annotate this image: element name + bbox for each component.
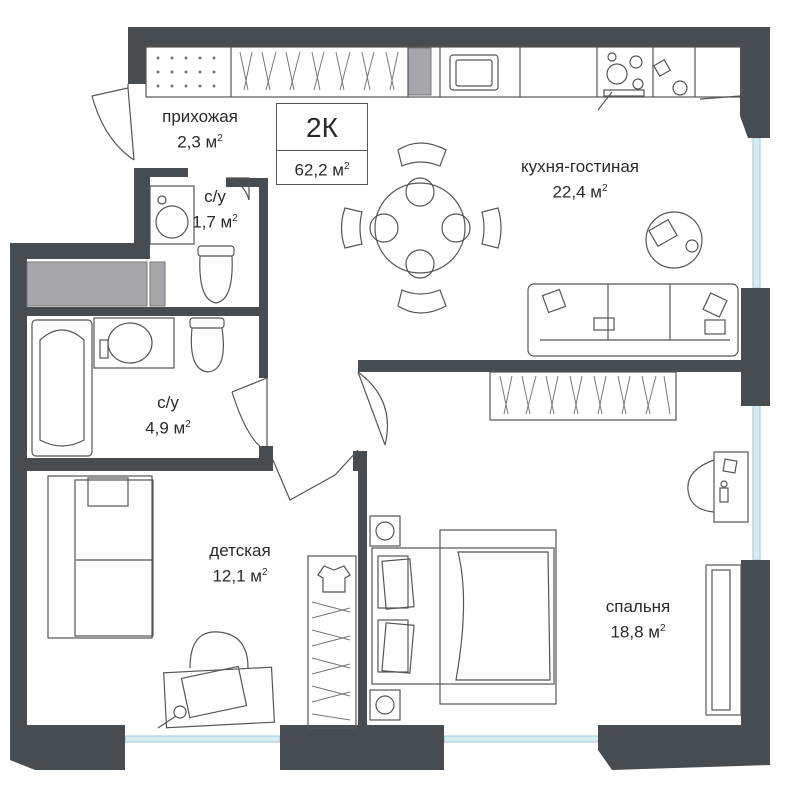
room-label-kitchen-living: кухня-гостиная 22,4 м2 [490,156,670,204]
sofa [527,283,739,357]
room-area: 12,1 м2 [212,566,268,586]
kids-desk [157,631,276,729]
bedroom-tv-stand [705,564,742,716]
room-label-hallway: прихожая 2,3 м2 [140,106,260,154]
dining-set [340,142,502,314]
large-bathroom-fixtures [31,317,225,457]
kids-bed [47,475,154,639]
entrance-door[interactable] [91,84,135,161]
total-area-unit: 2 [343,161,350,172]
room-label-small-bathroom: с/у 1,7 м2 [165,186,265,234]
wardrobe-hangers-top [239,51,399,91]
armchair-table [645,211,703,269]
room-area: 2,3 м2 [177,132,223,152]
room-name: детская [209,541,271,560]
kids-door[interactable] [272,371,389,501]
total-area: 62,2 м2 [277,150,367,183]
wardrobe-column [307,555,357,729]
pantry-dots [156,56,216,88]
total-area-value: 62,2 м [294,160,344,180]
room-area: 22,4 м2 [552,182,608,202]
shelving [489,371,677,421]
room-label-bedroom: спальня 18,8 м2 [578,596,698,644]
plan-badge: 2К 62,2 м2 [276,103,368,185]
room-name: прихожая [162,107,238,126]
room-name: спальня [605,597,671,616]
room-label-kids: детская 12,1 м2 [180,540,300,588]
storage-blocks [26,47,432,307]
large-bathroom-door[interactable] [231,377,268,449]
room-area: 1,7 м2 [192,212,238,232]
room-name: кухня-гостиная [521,157,639,176]
room-area: 18,8 м2 [610,622,666,642]
bedroom-bed [369,515,557,721]
room-name: с/у [157,393,179,412]
small-bathroom-fixtures [149,185,235,304]
bedroom-desk [687,451,749,523]
plan-type: 2К [306,112,338,143]
shelving-hangers [499,375,671,415]
room-name: с/у [204,187,226,206]
room-area: 4,9 м2 [145,418,191,438]
room-label-large-bathroom: с/у 4,9 м2 [118,392,218,440]
kitchen-cabinets [145,46,743,111]
small-bathroom-door[interactable] [225,177,250,201]
walls [10,27,770,770]
wardrobe-hangers [311,601,351,721]
